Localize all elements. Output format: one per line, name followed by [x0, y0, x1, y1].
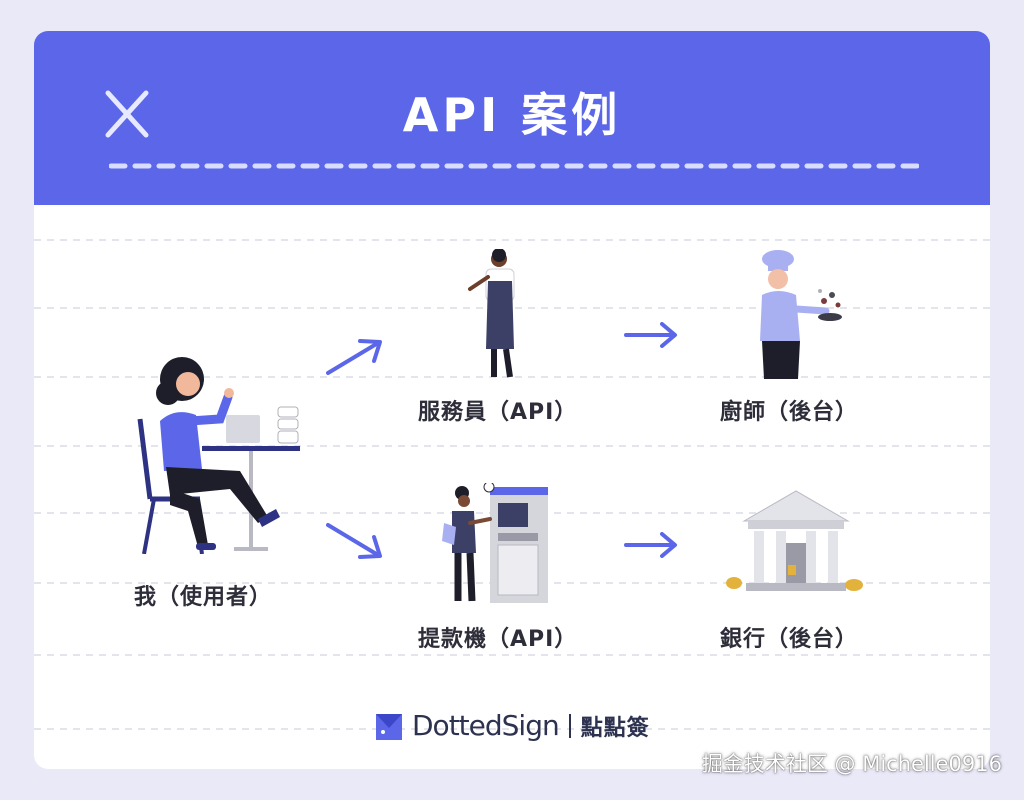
brand-separator	[568, 713, 571, 738]
page-title: API 案例	[402, 88, 622, 142]
brand-logo: DottedSign 點點簽	[374, 709, 650, 742]
watermark-text: 掘金技术社区 @ Michelle0916	[701, 752, 1002, 776]
brand-name: DottedSign	[412, 709, 560, 742]
header-divider	[109, 163, 919, 169]
arrow-icon	[326, 523, 382, 559]
node-atm-label: 提款機（API）	[418, 627, 578, 652]
guide-line	[34, 239, 990, 241]
waiter-illustration	[468, 249, 515, 378]
chef-illustration	[760, 250, 842, 379]
brand-name-cjk: 點點簽	[580, 715, 650, 741]
node-user-label: 我（使用者）	[134, 585, 273, 610]
user-illustration	[137, 357, 300, 554]
arrow-icon	[326, 339, 382, 375]
node-bank-label: 銀行（後台）	[720, 627, 859, 652]
header-banner: API 案例	[34, 31, 990, 205]
guide-line	[34, 728, 990, 730]
diagram-card: API 案例	[34, 31, 990, 769]
node-chef-label: 廚師（後台）	[720, 400, 859, 425]
atm-illustration	[442, 483, 548, 603]
bank-illustration	[726, 490, 863, 591]
dottedsign-logo-icon	[376, 713, 402, 740]
close-icon	[105, 90, 149, 138]
arrow-icon	[624, 322, 677, 348]
guide-line	[34, 654, 990, 656]
arrow-icon	[624, 532, 677, 558]
guide-line	[34, 307, 990, 309]
node-waiter-label: 服務員（API）	[418, 400, 578, 425]
